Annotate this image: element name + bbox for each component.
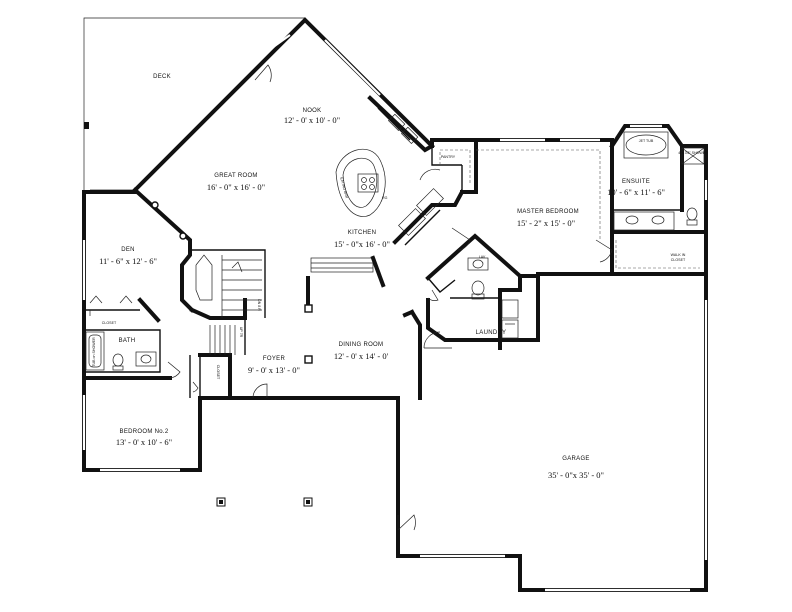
master-bedroom-label: MASTER BEDROOM [517, 209, 579, 215]
great-room-dim: 16' - 0" x 16' - 0" [207, 182, 265, 192]
kitchen-dim: 15' - 0"x 16' - 0" [334, 239, 390, 249]
walk-in-closet-label: CLOSET [671, 258, 686, 262]
foyer-closet-label: CLOSET [216, 365, 220, 380]
den-closet-label: CLOSET [102, 321, 117, 325]
jet-tub [625, 134, 667, 156]
stair-up-label: UP 7R [239, 327, 243, 338]
garage-label: GARAGE [562, 456, 589, 462]
master-bedroom-dim: 15' - 2" x 15' - 0" [517, 218, 575, 228]
tub-shower-label: TUB on SHOWER [92, 337, 96, 367]
bedroom2-dim: 13' - 0' x 10' - 6" [116, 437, 172, 447]
shower-label: 4' x 3'6" SHOWER [678, 151, 708, 155]
kitchen-label: KITCHEN [348, 230, 376, 236]
deck-label: DECK [153, 74, 171, 80]
pantry-label: PANTRY [441, 155, 456, 159]
stairs [195, 254, 262, 355]
interior-walls [82, 95, 708, 400]
foyer-label: FOYER [263, 356, 286, 362]
jet-tub-label: JET TUB [639, 139, 654, 143]
nook-label: NOOK [303, 108, 322, 114]
ensuite-label: ENSUITE [622, 179, 650, 185]
ensuite-dim: 10' - 6" x 11' - 6" [607, 187, 665, 197]
foyer-dim: 9' - 0' x 13' - 0" [248, 365, 300, 375]
fixtures [85, 113, 705, 507]
dining-room-dim: 12' - 0' x 14' - 0' [334, 351, 389, 361]
kitchen-island [335, 148, 386, 217]
doors [167, 64, 613, 531]
eating-bar-label: EATING BAR [339, 177, 349, 199]
walk-in-label: WALK IN [671, 253, 686, 257]
stair-down-label: DN 8 R [257, 299, 261, 311]
range-label: RG [382, 196, 388, 200]
nook-dim: 12' - 0' x 10' - 0" [284, 115, 340, 125]
den-label: DEN [121, 247, 135, 253]
dining-room-label: DINING ROOM [339, 342, 384, 348]
deck [83, 17, 305, 194]
den-dim: 11' - 6" x 12' - 6" [99, 256, 157, 266]
exterior-walls [82, 17, 708, 592]
room-labels: DECK NOOK 12' - 0' x 10' - 0" GREAT ROOM… [99, 74, 665, 480]
windows [82, 34, 708, 592]
lav-label: LAV [479, 255, 486, 259]
great-room-label: GREAT ROOM [214, 173, 257, 179]
annotations: CLOSET CLOSET WALK IN CLOSET JET TUB 4' … [92, 139, 708, 380]
laundry-label: LAUNDRY [476, 330, 507, 336]
bedroom2-label: BEDROOM No.2 [120, 429, 169, 435]
garage-dim: 35' - 0"x 35' - 0" [548, 470, 604, 480]
bath-label: BATH [119, 338, 136, 344]
